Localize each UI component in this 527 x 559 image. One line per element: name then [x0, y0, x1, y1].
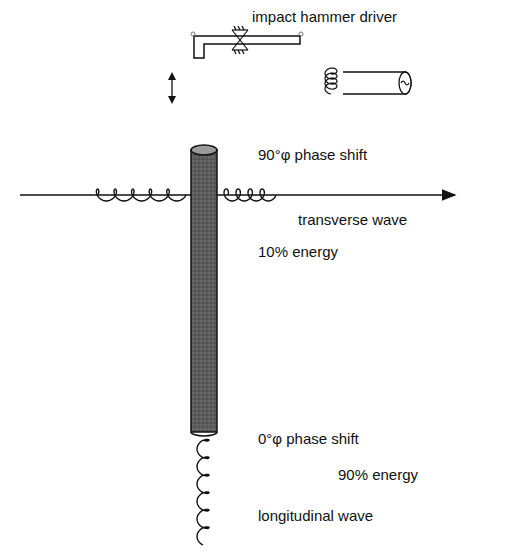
hammer-arm	[194, 36, 300, 58]
motion-arrow	[168, 72, 176, 104]
rod	[191, 150, 217, 432]
corner-mark	[299, 32, 303, 36]
label: 0°φ phase shift	[256, 430, 361, 448]
label: transverse wave	[296, 211, 409, 229]
label: 90°φ phase shift	[256, 146, 369, 164]
electromagnet	[325, 68, 411, 94]
label: 90% energy	[336, 466, 420, 484]
longitudinal-wave	[197, 439, 209, 545]
label: 10% energy	[256, 243, 340, 261]
label: longitudinal wave	[256, 507, 375, 525]
transverse-wave	[96, 189, 186, 201]
axis-line	[20, 194, 455, 196]
transverse-wave	[224, 189, 276, 201]
rod-bottom	[191, 432, 217, 436]
label: impact hammer driver	[250, 8, 399, 26]
corner-mark	[191, 32, 195, 36]
rod-top	[191, 145, 217, 155]
pivot	[232, 26, 248, 54]
